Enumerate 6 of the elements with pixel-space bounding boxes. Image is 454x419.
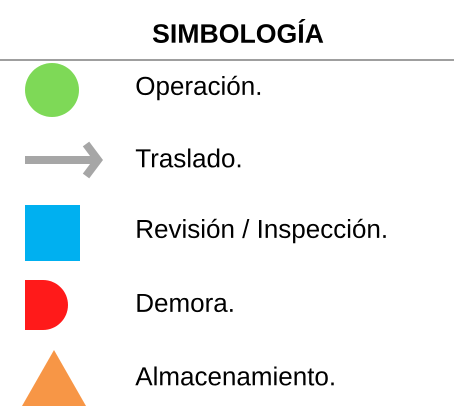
legend-label: Traslado. bbox=[136, 148, 240, 168]
legend-label: Demora. bbox=[137, 294, 233, 312]
legend-label: Revisión / Inspección. bbox=[137, 218, 386, 244]
legend-label: Operación. bbox=[136, 76, 260, 100]
table-header: SIMBOLOGÍA bbox=[152, 19, 324, 43]
legend-label: Almacenamiento. bbox=[135, 366, 334, 386]
